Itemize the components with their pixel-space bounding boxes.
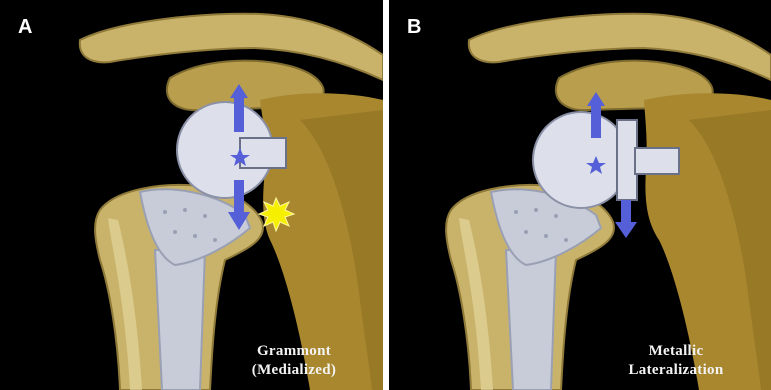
panel-a-grammont: A Grammont (Medialized) [0, 0, 383, 390]
panel-label: B [407, 16, 421, 39]
panel-label: A [18, 16, 32, 39]
shoulder-illustration-a [0, 0, 383, 390]
humeral-stem [506, 250, 556, 390]
clearance-arrow-shaft [621, 200, 631, 224]
shoulder-illustration-b [389, 0, 771, 390]
caption-line-1: Metallic [616, 342, 736, 361]
panel-caption: Grammont (Medialized) [234, 342, 354, 380]
caption-line-1: Grammont [234, 342, 354, 361]
baseplate-peg [240, 138, 286, 168]
deltoid-arrow-up-shaft [234, 96, 244, 132]
panel-caption: Metallic Lateralization [616, 342, 736, 380]
caption-line-2: Lateralization [616, 361, 736, 380]
panel-b-metallic-lateralization: B Metallic Lateralization [389, 0, 771, 390]
impingement-burst-icon [259, 198, 294, 231]
deltoid-arrow-up-shaft [591, 104, 601, 138]
baseplate-peg [635, 148, 679, 174]
caption-line-2: (Medialized) [234, 361, 354, 380]
glenosphere [533, 112, 629, 208]
humeral-stem [155, 250, 205, 390]
impingement-arrow-shaft [234, 180, 244, 214]
clearance-arrow-head [615, 222, 637, 238]
